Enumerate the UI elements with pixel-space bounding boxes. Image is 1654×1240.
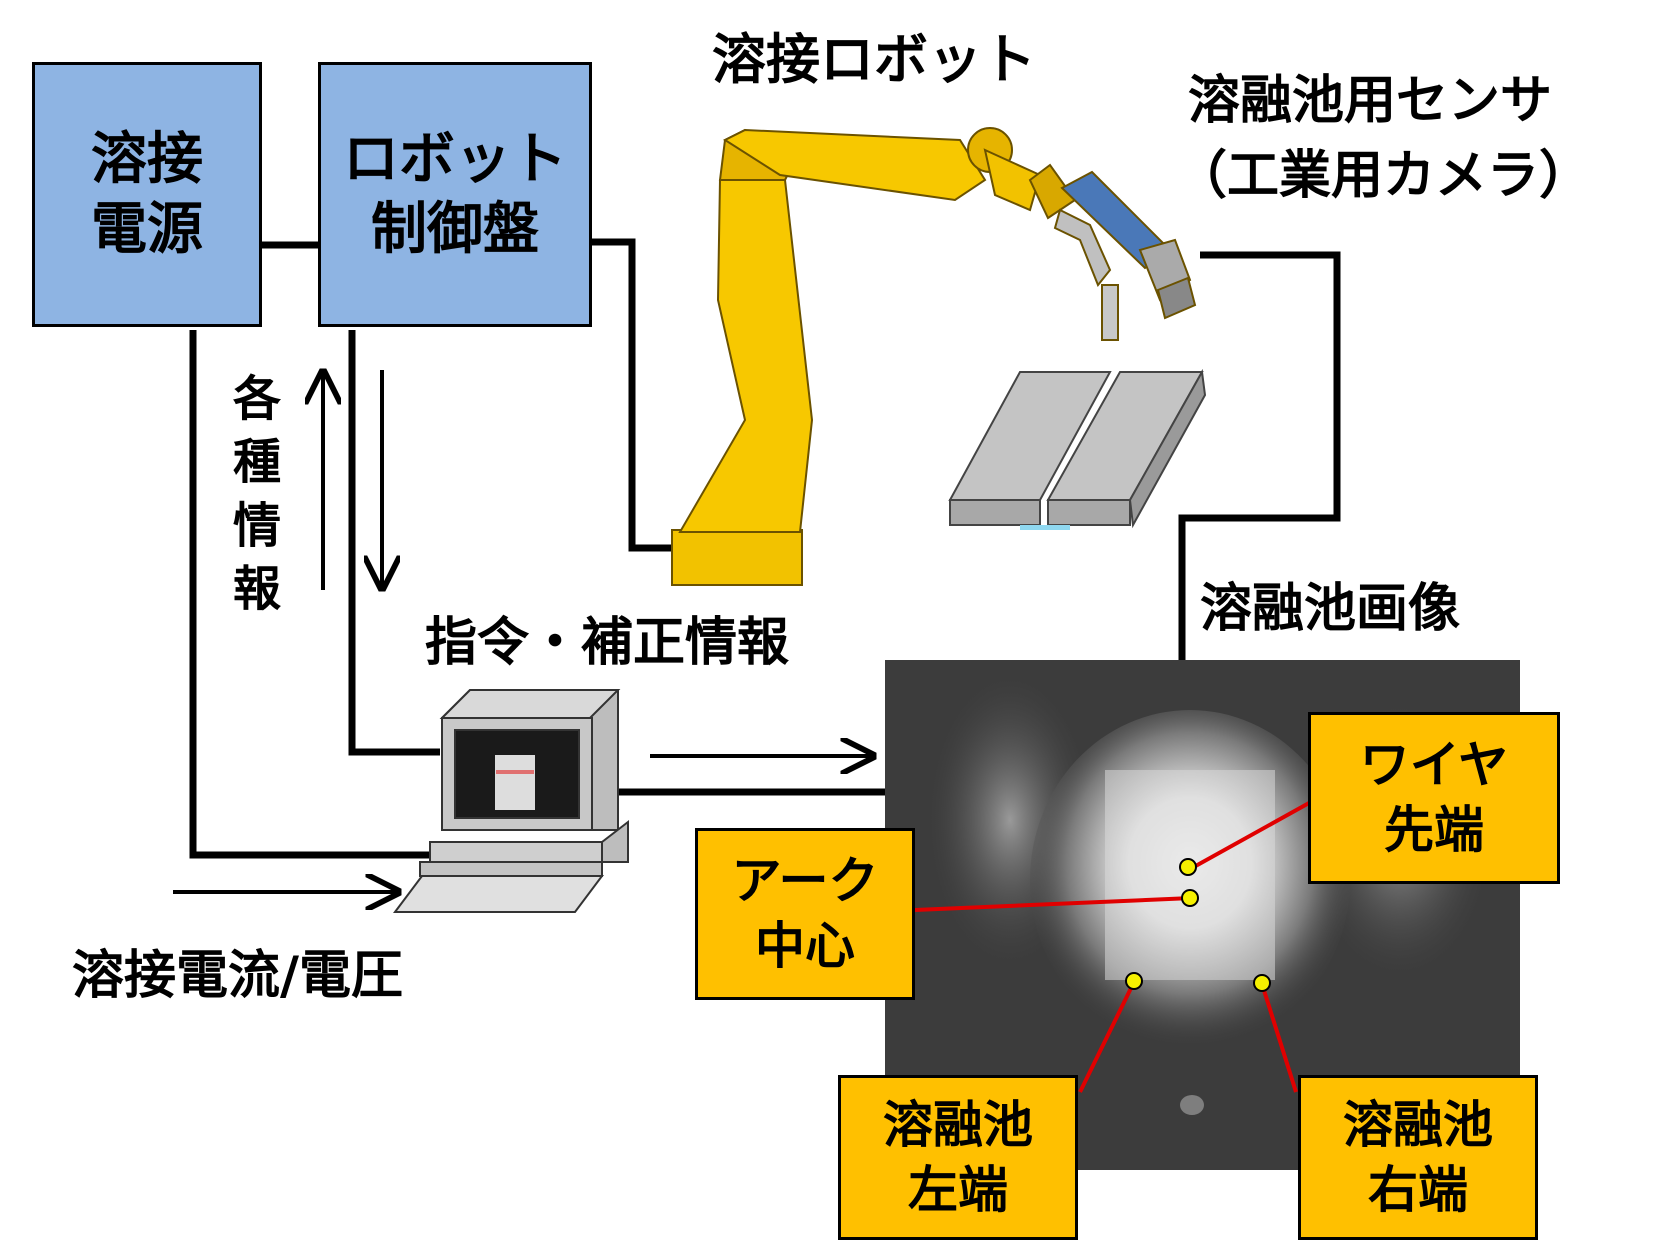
marker-arc-center	[1181, 889, 1199, 907]
pool-left-edge-callout: 溶融池 左端	[838, 1075, 1078, 1240]
welding-robot-illustration	[671, 127, 1197, 586]
leader-lines	[914, 796, 1319, 1093]
robot-controller-label: ロボット 制御盤	[343, 126, 567, 262]
pool-left-edge-text: 溶融池 左端	[883, 1095, 1033, 1219]
wire-tip-text: ワイヤ 先端	[1359, 736, 1509, 859]
welding-power-source-label: 溶接 電源	[91, 126, 203, 262]
workpiece-illustration	[948, 368, 1207, 530]
sensor-label: 溶融池用センサ	[1188, 71, 1553, 131]
sensor-sub-label: （工業用カメラ）	[1175, 146, 1592, 206]
connection-lines	[189, 238, 1341, 859]
robot-controller-box: ロボット 制御盤	[318, 62, 592, 327]
arrows	[173, 370, 873, 892]
computer-illustration	[393, 689, 629, 913]
welding-robot-label: 溶接ロボット	[712, 28, 1036, 91]
welding-power-source-box: 溶接 電源	[32, 62, 262, 327]
arc-center-text: アーク 中心	[731, 852, 879, 975]
arc-center-callout: アーク 中心	[695, 828, 915, 1000]
marker-pool-left	[1125, 972, 1143, 990]
pool-right-edge-text: 溶融池 右端	[1343, 1095, 1493, 1219]
weld-pool-image-label: 溶融池画像	[1200, 579, 1461, 639]
welding-current-voltage-label: 溶接電流/電圧	[72, 946, 403, 1006]
command-correction-label: 指令・補正情報	[425, 613, 790, 673]
feature-markers	[1125, 858, 1271, 992]
various-info-label: 各 種 情 報	[233, 371, 282, 618]
marker-pool-right	[1253, 974, 1271, 992]
marker-wire-tip	[1179, 858, 1197, 876]
pool-right-edge-callout: 溶融池 右端	[1298, 1075, 1538, 1240]
wire-tip-callout: ワイヤ 先端	[1308, 712, 1560, 884]
